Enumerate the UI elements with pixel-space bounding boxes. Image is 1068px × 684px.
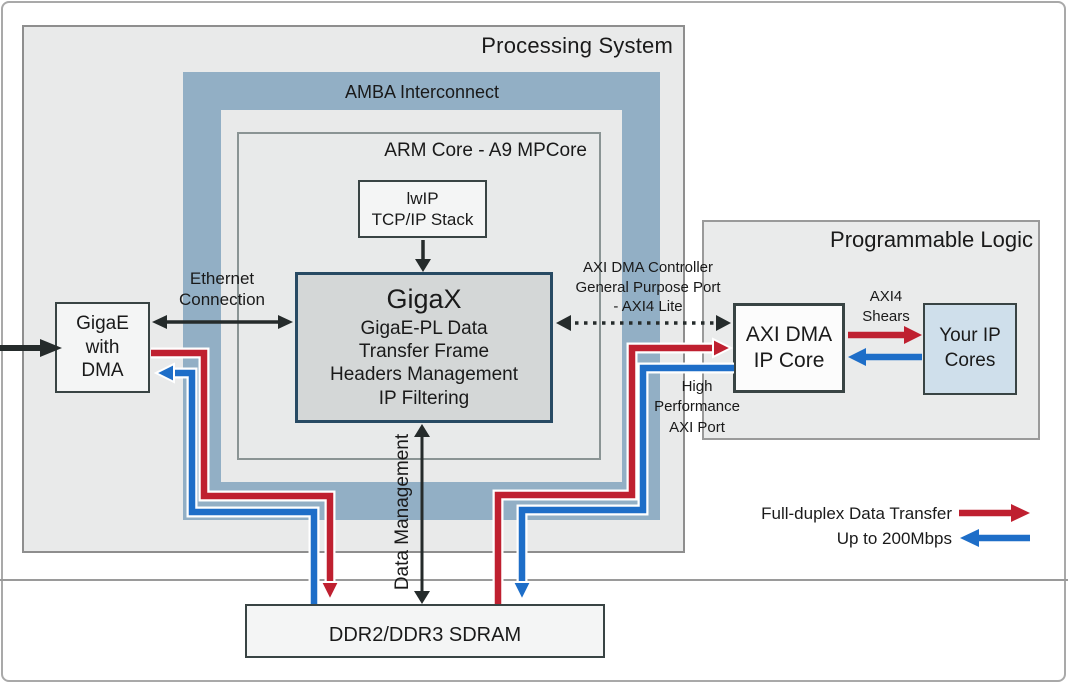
legend-line-2: Up to 200Mbps: [836, 529, 952, 548]
axi-dma-line-1: AXI DMA: [745, 322, 833, 346]
gigae-dma-box: GigaE with DMA: [55, 302, 150, 393]
axi4-shears-line-1: AXI4: [869, 288, 903, 305]
your-ip-line-2: Cores: [944, 350, 996, 371]
gigax-line-2: Transfer Frame: [358, 341, 490, 363]
gp-port-label-line-3: - AXI4 Lite: [613, 298, 683, 315]
gp-port-label-line-1: AXI DMA Controller: [582, 259, 714, 276]
gigax-line-4: IP Filtering: [378, 387, 470, 409]
hp-port-label-line-1: High: [681, 378, 713, 395]
gigae-line-2: with: [85, 336, 120, 358]
sdram-label: DDR2/DDR3 SDRAM: [328, 624, 522, 646]
gp-port-label-line-2: General Purpose Port: [575, 278, 721, 296]
axi-dma-box: AXI DMA IP Core: [733, 303, 845, 393]
legend-line-1: Full-duplex Data Transfer: [761, 504, 952, 523]
ethernet-label-line-1: Ethernet: [189, 269, 255, 288]
lwip-box: lwIP TCP/IP Stack: [358, 180, 487, 238]
ethernet-label-line-2: Connection: [178, 290, 265, 310]
programmable-logic-title: Programmable Logic: [830, 227, 1033, 252]
hp-port-label-line-2: Performance: [654, 398, 740, 416]
ethernet-connection-label: Ethernet Connection: [152, 268, 292, 311]
gigax-line-3: Headers Management: [330, 364, 518, 386]
axi-dma-line-2: IP Core: [753, 349, 825, 372]
your-ip-cores-box: Your IP Cores: [923, 303, 1017, 395]
your-ip-line-1: Your IP: [939, 325, 1001, 347]
gigax-box: GigaX GigaE-PL Data Transfer Frame Heade…: [295, 272, 553, 423]
arm-core-title: ARM Core - A9 MPCore: [384, 140, 587, 161]
axi4-shears-line-2: Shears: [862, 307, 910, 325]
gigae-line-1: GigaE: [76, 312, 129, 334]
processing-system-title: Processing System: [481, 33, 673, 58]
amba-interconnect-label: AMBA Interconnect: [344, 82, 500, 102]
hp-axi-port-label: High Performance AXI Port: [645, 377, 749, 438]
gigax-line-1: GigaE-PL Data: [360, 318, 488, 339]
gp-port-label: AXI DMA Controller General Purpose Port …: [556, 258, 740, 317]
axi4-shears-label: AXI4 Shears: [846, 287, 926, 326]
gigax-title: GigaX: [386, 284, 462, 315]
hp-port-label-line-3: AXI Port: [669, 418, 725, 436]
sdram-box: DDR2/DDR3 SDRAM: [245, 604, 605, 658]
lwip-subtitle: TCP/IP Stack: [371, 210, 474, 229]
data-management-label: Data Management: [392, 433, 413, 591]
bottom-section-divider: [0, 579, 1068, 581]
gigae-line-3: DMA: [81, 360, 124, 382]
lwip-title: lwIP: [406, 188, 439, 208]
